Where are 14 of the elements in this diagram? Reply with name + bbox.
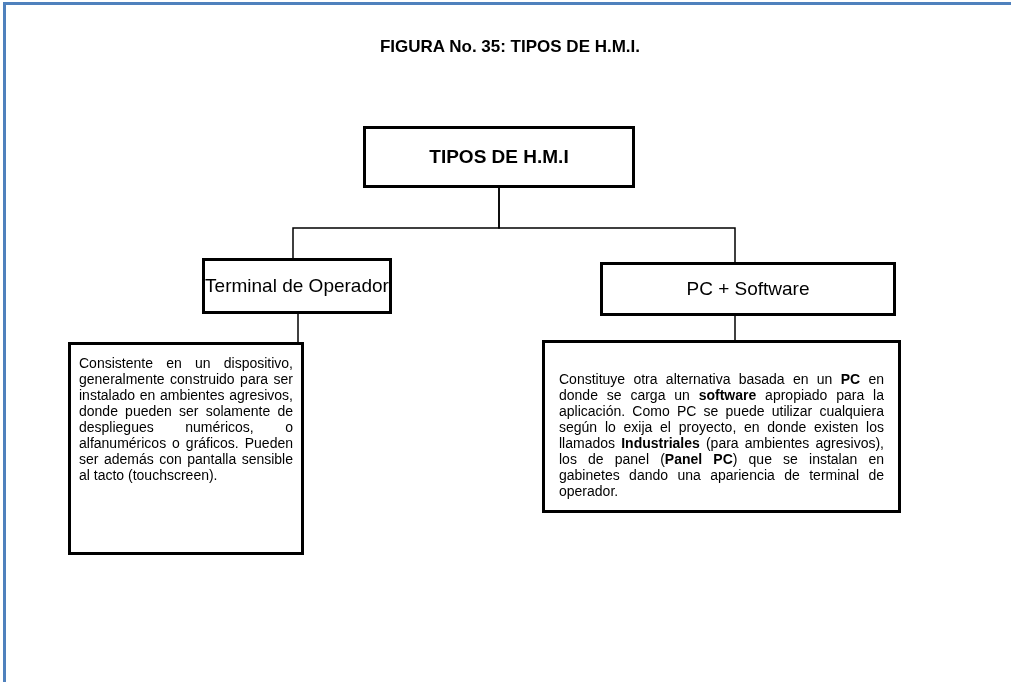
box-text: PC + Software [686,276,810,301]
text-box [363,126,635,188]
text-box [202,258,392,314]
figure-title: FIGURA No. 35: TIPOS DE H.M.I. [378,36,642,58]
box-text: Constituye otra alternativa basada en un PC en donde se carga un software apropiado para la aplicación. Como PC se puede utilizar cualquiera según lo exija el proyecto, en donde existen los llamados Industriales (para ambientes agresivos), los de panel (Panel PC) que se instalan en gabinetes dando una apariencia de terminal de operador. [559,371,884,499]
text-box [600,262,896,316]
connector-line [734,315,736,341]
text-box [68,342,304,555]
connector-line [297,313,299,343]
text-box [542,340,901,513]
box-text: Consistente en un dispositivo, generalmente construido para ser instalado en ambientes agresivos, donde pueden ser solamente de despliegues numéricos, o alfanuméricos o gráficos. Pueden ser además con pantalla sensible al tacto (touchscreen). [79,355,293,483]
connector-line [498,187,736,263]
box-text: TIPOS DE H.M.I [429,144,569,169]
box-text: Terminal de Operador [205,273,389,298]
